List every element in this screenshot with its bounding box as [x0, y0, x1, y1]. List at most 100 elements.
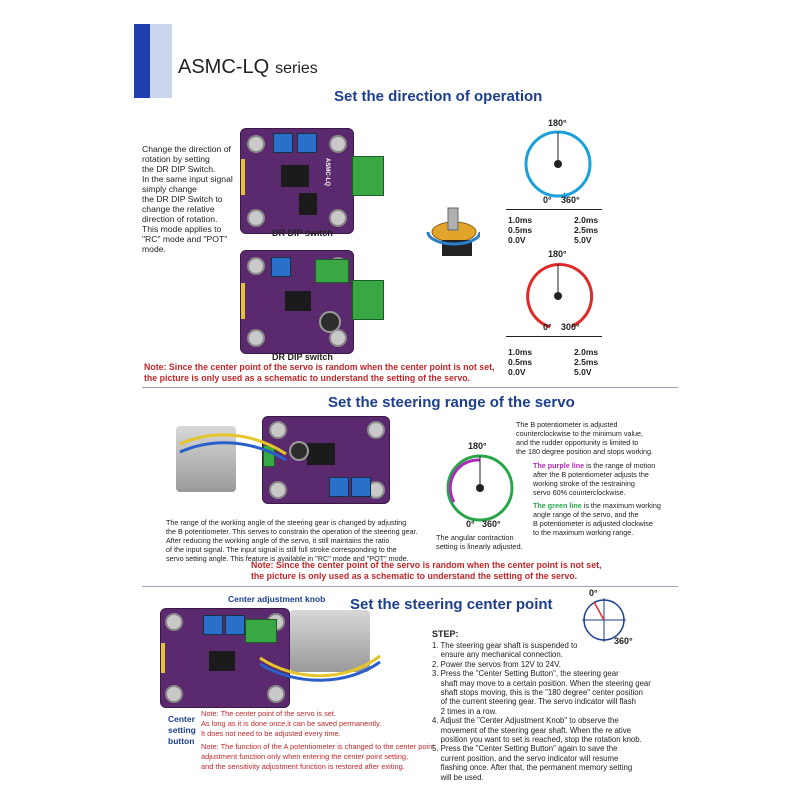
dial3-bottom-left: 0°	[466, 519, 475, 529]
note-line: The angular contraction	[436, 533, 514, 542]
dial2-red	[526, 263, 594, 329]
step-line: flashing once. After that, the permanent…	[432, 763, 633, 773]
dial4-top-label: 0°	[589, 588, 598, 598]
section1-note: Note: Since the center point of the serv…	[144, 362, 494, 384]
section2-description: The range of the working angle of the st…	[166, 518, 436, 563]
dial3-bottom-right: 360°	[482, 519, 501, 529]
motor-image-2	[290, 610, 370, 672]
note-line: Note: The function of the A potentiomete…	[201, 742, 435, 751]
dial2-value-line: 5.0V	[574, 367, 592, 377]
dial1-top-label: 180°	[548, 118, 567, 128]
step-line: movement of the steering gear shaft. Whe…	[432, 725, 631, 735]
note-line: the 180 degree position and stops workin…	[516, 447, 654, 456]
step-list: 1. The steering gear shaft is suspended …	[432, 641, 651, 782]
description-line: direction of rotation.	[142, 214, 218, 224]
note-line: The purple line is the range of motion	[533, 461, 656, 470]
description-line: the DR DIP Switch to	[142, 194, 223, 204]
note-line: and the sensitivity adjustment function …	[201, 762, 405, 771]
dial1-axis	[506, 209, 602, 210]
center-knob-label: Center adjustment knob	[228, 594, 326, 604]
dial4-center	[582, 598, 626, 642]
dip-label-2: DR DIP switch	[272, 352, 333, 362]
driver-board-image-4	[160, 608, 290, 708]
note-line: working stroke of the restraining	[533, 479, 635, 488]
description-line: simply change	[142, 184, 197, 194]
divider	[142, 387, 678, 388]
description-line: The range of the working angle of the st…	[166, 518, 407, 527]
dial1-value-line: 0.5ms	[508, 225, 533, 235]
step-line: will be used.	[432, 772, 484, 782]
note-line: setting is linearly adjusted.	[436, 542, 523, 551]
dial1-value-line: 0.0V	[508, 235, 526, 245]
note-line: the picture is only used as a schematic …	[144, 373, 471, 383]
header-accent-bar-light	[150, 24, 172, 98]
dial2-left-label: 0°	[543, 322, 552, 332]
button-label-line: button	[168, 736, 195, 746]
section1-title: Set the direction of operation	[334, 88, 543, 105]
dial1-value-line: 2.0ms	[574, 215, 599, 225]
wires	[179, 433, 287, 462]
step-line: of the current steering gear. The servo …	[432, 697, 636, 707]
description-line: the DR DIP Switch.	[142, 164, 216, 174]
driver-board-image: ASMC-LQ	[240, 128, 354, 234]
dial1-value-line: 5.0V	[574, 235, 592, 245]
header-accent-bar	[134, 24, 150, 98]
dial2-value-line: 0.5ms	[508, 357, 533, 367]
note-line: the picture is only used as a schematic …	[251, 571, 578, 581]
section3-note1: Note: The center point of the servo is s…	[201, 709, 381, 739]
note-line: after the B potentiometer adjusts the	[533, 470, 649, 479]
description-line: change the relative	[142, 204, 215, 214]
divider-2	[142, 586, 678, 587]
note-line: It does not need to be adjusted every ti…	[201, 729, 341, 738]
button-label-line: Center	[168, 714, 195, 724]
driver-board-image-2	[240, 250, 354, 354]
description-line: Change the direction of	[142, 144, 231, 154]
note-line: As long as it is done once,it can be sav…	[201, 719, 382, 728]
terminal-block-2	[352, 280, 384, 320]
dial4-right-label: 360°	[614, 636, 633, 646]
note-line: Note: Since the center point of the serv…	[251, 560, 602, 570]
dip-label-1: DR DIP switch	[272, 228, 333, 238]
button-label-line: setting	[168, 725, 196, 735]
step-line: current position, and the servo indicato…	[432, 753, 619, 763]
description-line: This mode applies to	[142, 224, 222, 234]
description-line: "RC" mode and "POT" mode.	[142, 234, 228, 254]
note-line: and the rudder opportunity is limited to	[516, 438, 639, 447]
dial1-value-line: 2.5ms	[574, 225, 599, 235]
potentiometer-chip-illustration	[426, 207, 480, 256]
section3-note2: Note: The function of the A potentiomete…	[201, 742, 434, 772]
dial2-right-label: 300°	[561, 322, 580, 332]
wires-2	[259, 654, 381, 682]
step-line: shaft stops moving, this is the "180 deg…	[432, 688, 643, 698]
step-line: 2 times in a row.	[432, 706, 497, 716]
description-line: the B potentiometer. This serves to cons…	[166, 527, 418, 536]
note-line: Note: The center point of the servo is s…	[201, 709, 337, 718]
description-line: After reducing the working angle of the …	[166, 536, 390, 545]
note-line: counterclockwise to the minimum value,	[516, 429, 644, 438]
note-line: adjustment function only when entering t…	[201, 752, 409, 761]
note-line: angle range of the servo, and the	[533, 510, 639, 519]
terminal-block	[352, 156, 384, 196]
dial2-axis	[506, 336, 602, 337]
dial1-blue	[524, 130, 592, 200]
step-line: 5. Press the "Center Setting Button" aga…	[432, 744, 618, 754]
dial2-top-label: 180°	[548, 249, 567, 259]
note-line: B potentiometer is adjusted clockwise	[533, 519, 653, 528]
section2-note: Note: Since the center point of the serv…	[251, 560, 601, 582]
step-line: 1. The steering gear shaft is suspended …	[432, 641, 578, 650]
step-line: 3. Press the "Center Setting Button", th…	[432, 669, 619, 679]
description-line: servo setting angle. This feature is ava…	[166, 554, 409, 563]
note-line: to the maximum working range.	[533, 528, 634, 537]
description-line: rotation by setting	[142, 154, 210, 164]
section3-title: Set the steering center point	[350, 596, 553, 613]
dial3-range	[446, 454, 514, 522]
step-line: 4. Adjust the "Center Adjustment Knob" t…	[432, 716, 619, 726]
driver-board-image-3	[262, 416, 390, 504]
